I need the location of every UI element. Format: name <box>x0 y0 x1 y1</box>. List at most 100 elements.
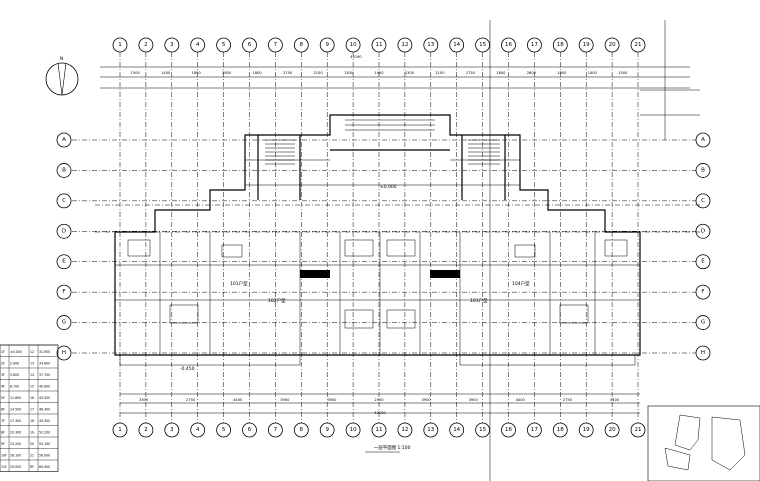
drawing-title: 一层平面图 <box>374 445 397 451</box>
table-cell: 15 <box>30 385 34 389</box>
grid-axis-top-19: 19 <box>578 37 594 53</box>
svg-text:11: 11 <box>376 427 383 433</box>
svg-text:9: 9 <box>325 42 329 48</box>
grid-axis-left-G: G <box>56 315 72 330</box>
grid-axis-right-E: E <box>695 254 711 270</box>
grid-axis-bottom-8: 8 <box>293 422 309 438</box>
svg-text:10: 10 <box>350 42 357 48</box>
top-dim-4: 1800 <box>253 71 263 75</box>
svg-text:H: H <box>62 350 66 356</box>
unit-label-101: 101户型 <box>230 280 248 287</box>
grid-axis-bottom-1: 1 <box>112 422 128 438</box>
grid-axis-top-11: 11 <box>371 37 387 53</box>
table-cell: 10F <box>1 454 7 458</box>
grid-axis-bottom-4: 4 <box>190 422 206 438</box>
table-cell: 6F <box>1 408 5 412</box>
table-cell: 52.200 <box>39 431 50 435</box>
grid-axis-bottom-5: 5 <box>216 422 232 438</box>
svg-text:F: F <box>62 289 65 295</box>
svg-text:15: 15 <box>479 427 486 433</box>
svg-text:E: E <box>701 259 705 265</box>
svg-text:2: 2 <box>144 427 148 433</box>
svg-text:9: 9 <box>325 427 329 433</box>
svg-text:5: 5 <box>222 42 226 48</box>
bottom-dim-1: 2750 <box>186 398 196 402</box>
svg-text:A: A <box>62 137 66 143</box>
grid-axis-bottom-21: 21 <box>630 422 646 438</box>
grid-axis-bottom-10: 10 <box>345 422 361 438</box>
table-cell: 46.400 <box>39 408 50 412</box>
svg-text:8: 8 <box>300 427 304 433</box>
bottom-dim-8: 4400 <box>516 398 526 402</box>
svg-text:F: F <box>701 289 704 295</box>
grid-axis-left-E: E <box>56 254 72 270</box>
table-cell: 8.700 <box>10 385 19 389</box>
svg-text:G: G <box>62 320 66 326</box>
grid-axis-left-A: A <box>56 132 72 148</box>
svg-text:21: 21 <box>635 427 642 433</box>
svg-text:D: D <box>701 228 705 234</box>
table-cell: 7F <box>1 419 5 423</box>
grid-axis-top-10: 10 <box>345 37 361 53</box>
grid-axis-bottom-9: 9 <box>319 422 335 438</box>
table-cell: 58.000 <box>39 454 50 458</box>
table-cell: 20.300 <box>10 431 21 435</box>
grid-axis-bottom-11: 11 <box>371 422 387 438</box>
table-cell: 11F <box>1 465 7 469</box>
top-dim-2: 1800 <box>192 71 202 75</box>
grid-axis-top-16: 16 <box>501 37 516 53</box>
unit-label-104: 104户型 <box>512 280 530 287</box>
grid-axis-top-7: 7 <box>267 37 283 53</box>
svg-text:14: 14 <box>453 42 460 48</box>
grid-axis-bottom-7: 7 <box>267 422 283 438</box>
table-cell: 17.400 <box>10 419 21 423</box>
table-cell: 8F <box>1 431 5 435</box>
svg-text:20: 20 <box>609 42 616 48</box>
bottom-dim-7: 3900 <box>469 398 479 402</box>
svg-text:12: 12 <box>401 42 408 48</box>
grid-axis-top-14: 14 <box>449 37 465 53</box>
table-cell: 60.900 <box>39 465 50 469</box>
svg-text:19: 19 <box>583 427 590 433</box>
svg-text:11: 11 <box>376 42 383 48</box>
grid-axis-bottom-15: 15 <box>475 422 491 438</box>
svg-text:15: 15 <box>479 42 486 48</box>
table-cell: 9F <box>1 442 5 446</box>
svg-text:21: 21 <box>635 42 642 48</box>
svg-text:20: 20 <box>609 427 616 433</box>
table-cell: 17 <box>30 408 34 412</box>
table-cell: 2F <box>1 362 5 366</box>
bottom-dim-2: 4400 <box>233 398 243 402</box>
unit-label-102: 102户型 <box>268 297 286 304</box>
table-cell: 13 <box>30 362 34 366</box>
grid-axis-top-2: 2 <box>138 37 154 53</box>
bottom-dim-6: 3900 <box>422 398 432 402</box>
top-dim-13: 2800 <box>527 71 537 75</box>
overall-width-bottom: 42190 <box>374 411 386 415</box>
grid-axis-bottom-14: 14 <box>449 422 465 438</box>
table-cell: 55.100 <box>39 442 50 446</box>
grid-axis-top-5: 5 <box>216 37 232 53</box>
svg-text:17: 17 <box>531 42 538 48</box>
svg-text:7: 7 <box>274 42 278 48</box>
grid-axis-top-3: 3 <box>164 37 180 53</box>
grid-axis-right-B: B <box>695 163 711 178</box>
svg-text:14: 14 <box>453 427 460 433</box>
table-cell: 19 <box>30 431 34 435</box>
table-cell: 2.900 <box>10 362 19 366</box>
top-dim-8: 1900 <box>374 71 384 75</box>
north-label: N <box>60 56 63 62</box>
top-dim-9: 1300 <box>405 71 415 75</box>
table-cell: 20 <box>30 442 34 446</box>
table-cell: 18 <box>30 419 34 423</box>
svg-text:B: B <box>701 167 705 173</box>
grid-axis-bottom-3: 3 <box>164 422 180 438</box>
table-cell: 21 <box>30 454 34 458</box>
grid-axis-top-13: 13 <box>423 37 439 53</box>
elevation-mark-outdoor: -0.450 <box>180 366 195 372</box>
svg-text:4: 4 <box>196 42 200 48</box>
svg-text:18: 18 <box>557 427 564 433</box>
